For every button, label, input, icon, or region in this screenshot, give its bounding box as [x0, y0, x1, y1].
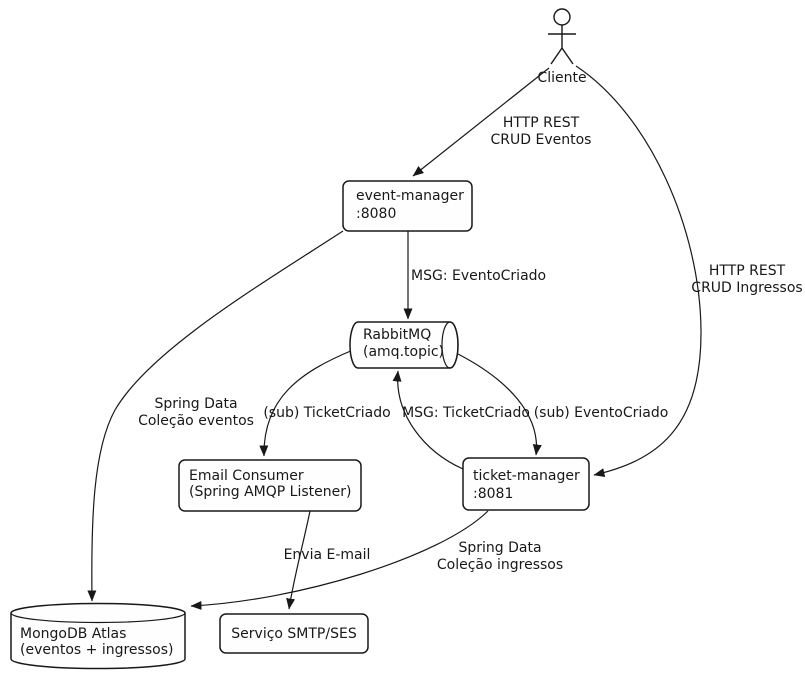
- node-event-manager: [342, 180, 473, 232]
- label-line: ticket-manager: [473, 468, 580, 484]
- edge-label-envia-email: Envia E-mail: [283, 547, 371, 563]
- actor-label: Cliente: [537, 70, 587, 86]
- edge-rabbitmq-email-consumer: [259, 349, 354, 457]
- label-line: CRUD Eventos: [490, 132, 592, 148]
- edge-label-http-rest-eventos: HTTP REST CRUD Eventos: [491, 115, 592, 149]
- rabbitmq-queue-end-cap: [441, 321, 459, 369]
- label-line: Email Consumer: [189, 468, 304, 484]
- mongodb-label: MongoDB Atlas (eventos + ingressos): [20, 626, 173, 658]
- edge-label-http-rest-ingressos: HTTP REST CRUD Ingressos: [691, 263, 802, 297]
- node-mongodb-database: [10, 602, 186, 670]
- email-consumer-label: Email Consumer (Spring AMQP Listener): [189, 468, 351, 500]
- label-line: :8081: [473, 485, 514, 502]
- edge-cliente-event-manager: [412, 67, 550, 177]
- node-email-consumer: [178, 459, 362, 512]
- label-line: (Spring AMQP Listener): [189, 484, 352, 500]
- label-line: (amq.topic): [363, 343, 445, 360]
- label-line: Spring Data: [458, 540, 542, 556]
- edge-ticket-manager-rabbitmq: [392, 370, 464, 470]
- edge-label-msg-eventocriado: MSG: EventoCriado: [411, 268, 547, 284]
- edge-label-sub-eventocriado: (sub) EventoCriado: [533, 405, 669, 421]
- node-ticket-manager: [462, 457, 590, 511]
- rabbitmq-label: RabbitMQ (amq.topic): [363, 327, 444, 360]
- edge-label-sub-ticketcriado: (sub) TicketCriado: [263, 405, 391, 421]
- mongodb-database-top-arc: [10, 612, 186, 624]
- label-line: HTTP REST: [708, 263, 786, 279]
- ticket-manager-label: ticket-manager :8081: [473, 468, 580, 503]
- label-line: event-manager: [356, 188, 464, 204]
- label-line: :8080: [356, 205, 397, 222]
- node-smtp-service: [219, 613, 369, 654]
- label-line: MongoDB Atlas: [20, 626, 127, 642]
- label-line: (eventos + ingressos): [20, 642, 174, 658]
- edge-label-spring-data-eventos: Spring Data Coleção eventos: [138, 396, 254, 430]
- edge-event-manager-mongodb: [87, 230, 344, 602]
- event-manager-label: event-manager :8080: [356, 188, 464, 223]
- label-line: Coleção eventos: [138, 413, 254, 429]
- label-line: RabbitMQ: [363, 327, 432, 343]
- edge-label-spring-data-ingressos: Spring Data Coleção ingressos: [437, 540, 563, 574]
- label-line: Spring Data: [154, 396, 238, 412]
- label-line: Coleção ingressos: [436, 557, 564, 573]
- edge-email-consumer-smtp: [286, 510, 311, 610]
- edge-rabbitmq-ticket-manager: [457, 353, 542, 456]
- edge-cliente-ticket-manager: [575, 65, 702, 478]
- label-line: HTTP REST: [502, 115, 580, 131]
- label-line: CRUD Ingressos: [691, 280, 803, 296]
- edge-label-msg-ticketcriado: MSG: TicketCriado: [402, 405, 530, 421]
- edge-ticket-manager-mongodb: [190, 510, 489, 610]
- smtp-service-label: Serviço SMTP/SES: [231, 626, 357, 642]
- actor-icon: [548, 8, 576, 65]
